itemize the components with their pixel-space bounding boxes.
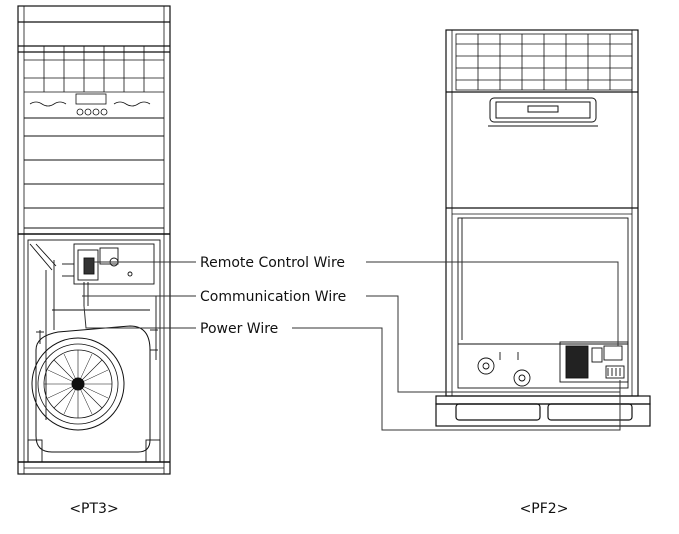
pt3-unit-label: <PT3>	[69, 501, 118, 517]
pt3-display	[29, 93, 151, 116]
power-wire-run	[292, 327, 621, 431]
power-wire-line	[83, 305, 196, 329]
pf2-base	[435, 395, 651, 427]
pf2-grille	[455, 33, 633, 91]
pf2-lower-cabinet	[457, 217, 629, 389]
communication-wire-label: Communication Wire	[200, 289, 346, 305]
pf2-display	[488, 97, 598, 127]
pf2-control-box	[559, 341, 629, 383]
pt3-unit	[17, 5, 171, 475]
pf2-unit-label: <PF2>	[520, 501, 569, 517]
pt3-fan	[31, 325, 151, 453]
pt3-lower-cabinet	[27, 239, 161, 463]
pf2-outer-frame	[445, 29, 639, 397]
pt3-grille	[24, 46, 164, 93]
power-wire-label: Power Wire	[200, 321, 278, 337]
leader-lines	[82, 261, 621, 431]
pf2-unit	[435, 29, 651, 427]
pt3-outer-frame	[17, 5, 171, 475]
pt3-panel-rows	[18, 117, 170, 235]
remote-control-wire-run	[366, 261, 619, 346]
remote-control-wire-label: Remote Control Wire	[200, 255, 345, 271]
